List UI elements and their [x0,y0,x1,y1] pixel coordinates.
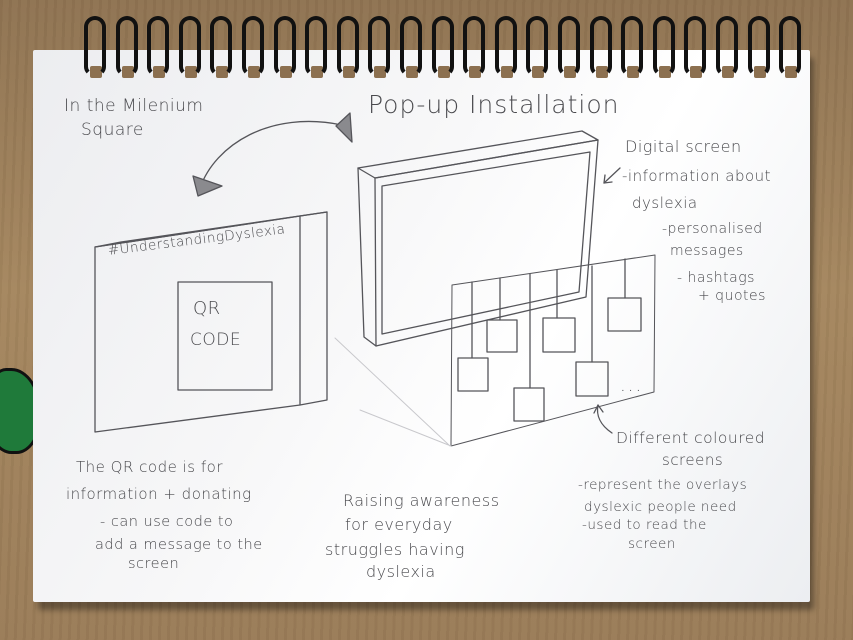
qr-note-line-3: - can use code to [100,514,234,530]
spiral-coil [431,16,454,76]
qr-label-line-1: QR [193,298,221,319]
spiral-coil [652,16,675,76]
spiral-coil [178,16,201,76]
awareness-note-line-3: struggles having [325,540,465,559]
qr-note-line-1: The QR code is for [76,458,223,476]
screen-note-line-2: dyslexia [632,194,698,212]
spiral-coil [463,16,486,76]
floor-lines [334,337,452,447]
spiral-coil [210,16,233,76]
qr-note-line-5: screen [128,556,180,572]
spiral-coil [305,16,328,76]
spiral-coil [147,16,170,76]
screen-note-heading: Digital screen [625,137,742,156]
spiral-coil [84,16,106,76]
awareness-note-line-4: dyslexia [366,562,436,581]
spiral-coil [368,16,391,76]
awareness-note-line-1: Raising awareness [343,491,500,510]
qr-label-line-2: CODE [190,330,242,350]
page-title: Pop-up Installation [368,90,620,119]
spiral-coil [273,16,296,76]
spiral-coil [336,16,359,76]
coloured-note-line-2: screens [662,451,724,469]
spiral-coil [558,16,580,76]
spiral-coil [684,16,707,76]
ellipsis: ... [620,375,644,396]
qr-note-line-2: information + donating [66,485,252,503]
coloured-note-line-6: screen [628,536,676,552]
spiral-coil [716,16,738,76]
spiral-coil [589,16,612,76]
screen-left [357,167,377,347]
spiral-coil [747,16,770,76]
screen-note-line-3: -personalised [662,221,763,237]
coloured-note-line-4: dyslexic people need [584,499,737,515]
spiral-coil [494,16,517,76]
coloured-note-arrow [596,404,613,434]
qr-box [177,281,273,391]
coloured-note-line-5: -used to read the [582,517,707,533]
screen-note-line-4: messages [670,243,744,259]
location-note-line-1: In the Milenium [64,96,204,116]
spiral-coil [779,16,802,76]
coloured-note-line-3: -represent the overlays [578,477,748,493]
screen-note-line-5: - hashtags [677,270,755,286]
spiral-coil [621,16,644,76]
hanging-frame [450,254,656,447]
curved-arrow [199,120,343,189]
board-side [299,211,328,406]
screen-note-line-6: + quotes [698,288,766,304]
awareness-note-line-2: for everyday [345,515,453,534]
location-note-line-2: Square [81,120,144,140]
coloured-note-line-1: Different coloured [616,429,766,447]
screen-inner [381,151,591,335]
spiral-coil [400,16,422,76]
spiral-coil [115,16,138,76]
screen-note-arrow [603,167,621,184]
spiral-coil [242,16,264,76]
spiral-coil [526,16,549,76]
screen-front [374,139,599,347]
qr-note-line-4: add a message to the [95,537,263,553]
screen-note-line-1: -information about [622,167,772,185]
arrow-head-left [192,175,223,197]
arrow-head-right [335,112,353,143]
